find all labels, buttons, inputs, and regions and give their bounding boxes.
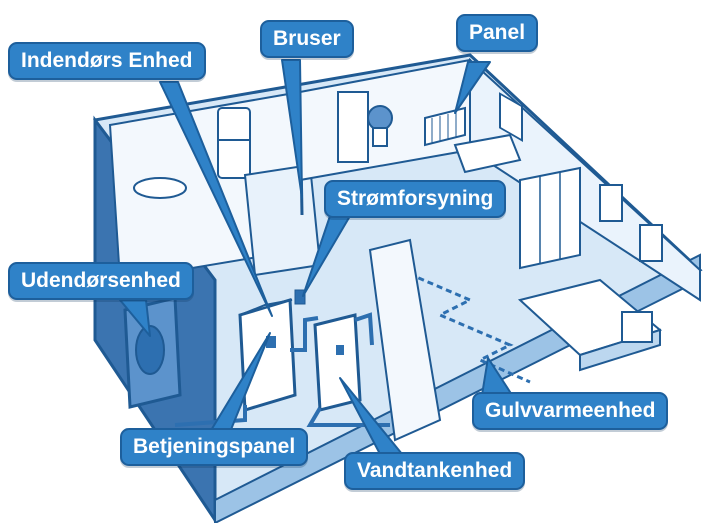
label-power-supply: Strømforsyning	[324, 180, 507, 218]
label-panel: Panel	[456, 14, 539, 52]
nightstand	[621, 311, 653, 343]
floor-heating-coil	[399, 268, 531, 384]
desk	[453, 133, 522, 174]
back-door	[337, 91, 369, 163]
outdoor-unit-fan	[135, 325, 165, 375]
center-partition-wall	[368, 238, 442, 442]
label-outdoor-unit: Udendørsenhed	[8, 262, 194, 300]
pointer-indoor-unit	[159, 81, 273, 317]
right-window-2	[599, 184, 623, 222]
pointer-panel	[454, 61, 491, 114]
right-window-1	[499, 92, 523, 142]
bathroom-window	[217, 107, 251, 179]
connecting-pipes	[174, 312, 390, 427]
power-supply-box	[294, 289, 306, 305]
wardrobe	[519, 166, 581, 270]
plant	[367, 105, 393, 131]
label-water-tank-unit: Vandtankenhed	[344, 452, 526, 490]
label-indoor-unit: Indendørs Enhed	[8, 42, 206, 80]
wall-panel	[424, 106, 466, 147]
callout-pointers	[119, 59, 513, 455]
label-floor-heating-unit: Gulvvarmeenhed	[472, 392, 669, 430]
water-tank-box	[313, 313, 362, 412]
label-shower: Bruser	[260, 20, 354, 58]
pointer-outdoor-unit	[119, 299, 151, 337]
indoor-unit-display	[266, 336, 276, 348]
sink	[133, 177, 187, 199]
indoor-unit-box	[238, 298, 297, 412]
pointer-shower	[281, 59, 303, 199]
label-control-panel: Betjeningspanel	[120, 428, 309, 466]
right-window-3	[639, 224, 663, 262]
shower-enclosure	[243, 163, 322, 277]
